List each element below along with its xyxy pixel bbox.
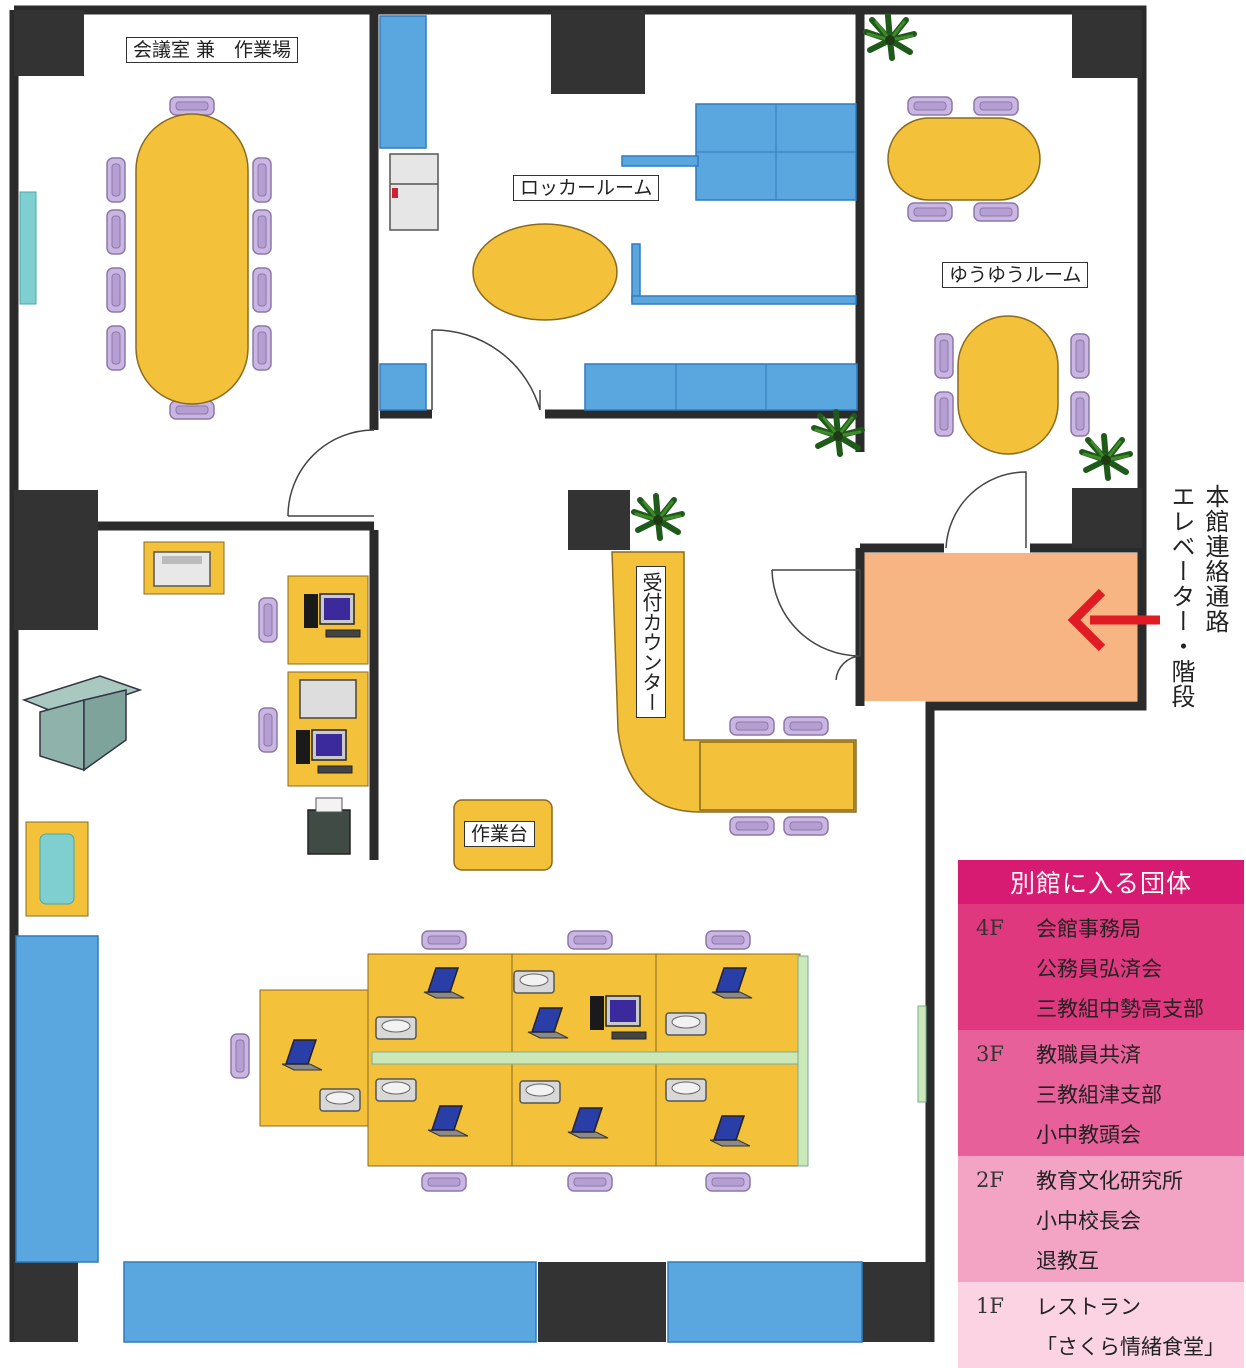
reception-counter bbox=[611, 551, 857, 836]
connector-label: 本館連絡通路 bbox=[1201, 484, 1229, 634]
locker-room-label: ロッカールーム bbox=[513, 175, 660, 201]
legend-floor-1: 1F レストラン 「さくら情緒食堂」 bbox=[958, 1282, 1244, 1368]
tenant-name: レストラン bbox=[1036, 1295, 1141, 1319]
doors bbox=[287, 329, 1027, 681]
cabinet-dividers bbox=[675, 104, 856, 410]
floor-label: 1F bbox=[976, 1294, 1004, 1318]
locker-room-table bbox=[472, 223, 618, 321]
floor-label: 3F bbox=[976, 1042, 1004, 1066]
tenant-name: 退教互 bbox=[1036, 1249, 1099, 1273]
plant-icon bbox=[866, 16, 914, 58]
tenant-name: 三教組津支部 bbox=[1036, 1083, 1162, 1107]
work-table-label: 作業台 bbox=[464, 821, 536, 847]
office-desk-cluster bbox=[230, 930, 809, 1192]
tenant-legend: 別館に入る団体 4F 会館事務局 公務員弘済会 三教組中勢高支部 3F 教職員共済 … bbox=[958, 860, 1244, 1368]
refrigerator-icon bbox=[389, 153, 439, 231]
legend-floor-3: 3F 教職員共済 三教組津支部 小中教頭会 bbox=[958, 1030, 1244, 1156]
plant-icon bbox=[1082, 436, 1130, 478]
tenant-name: 三教組中勢高支部 bbox=[1036, 997, 1204, 1021]
wall-partition bbox=[917, 1005, 927, 1103]
cabinets bbox=[15, 15, 863, 1343]
floor-label: 4F bbox=[976, 916, 1004, 940]
meeting-room-table bbox=[106, 96, 272, 420]
legend-title: 別館に入る団体 bbox=[958, 860, 1244, 904]
computer-desk-2 bbox=[258, 671, 369, 787]
copier-icon bbox=[21, 675, 143, 772]
yuyu-room-table-bottom bbox=[934, 315, 1090, 455]
meeting-room-label: 会議室 兼 作業場 bbox=[126, 37, 299, 63]
floor-label: 2F bbox=[976, 1168, 1004, 1192]
wall-shelf bbox=[19, 191, 37, 305]
connector-sublabel: エレベーター・階段 bbox=[1167, 484, 1195, 709]
connection-corridor bbox=[864, 553, 1142, 701]
pillars bbox=[14, 10, 1142, 1342]
plant-icon bbox=[814, 412, 862, 454]
shredder-icon bbox=[307, 797, 351, 855]
computer-desk-1 bbox=[258, 575, 369, 665]
tenant-name: 小中教頭会 bbox=[1036, 1123, 1141, 1147]
printer-desk bbox=[143, 541, 225, 595]
reception-counter-label: 受付カウンター bbox=[636, 566, 666, 718]
tenant-name: 教職員共済 bbox=[1036, 1043, 1141, 1067]
legend-floor-4: 4F 会館事務局 公務員弘済会 三教組中勢高支部 bbox=[958, 904, 1244, 1030]
tenant-name: 「さくら情緒食堂」 bbox=[1036, 1335, 1225, 1359]
direction-arrow-icon bbox=[1067, 588, 1160, 652]
yuyu-room-table-top bbox=[887, 96, 1041, 222]
side-table bbox=[25, 821, 89, 917]
plant-icon bbox=[634, 496, 682, 538]
tenant-name: 会館事務局 bbox=[1036, 917, 1141, 941]
tenant-name: 教育文化研究所 bbox=[1036, 1169, 1183, 1193]
yuyu-room-label: ゆうゆうルーム bbox=[942, 262, 1089, 288]
tenant-name: 公務員弘済会 bbox=[1036, 957, 1162, 981]
tenant-name: 小中校長会 bbox=[1036, 1209, 1141, 1233]
legend-floor-2: 2F 教育文化研究所 小中校長会 退教互 bbox=[958, 1156, 1244, 1282]
